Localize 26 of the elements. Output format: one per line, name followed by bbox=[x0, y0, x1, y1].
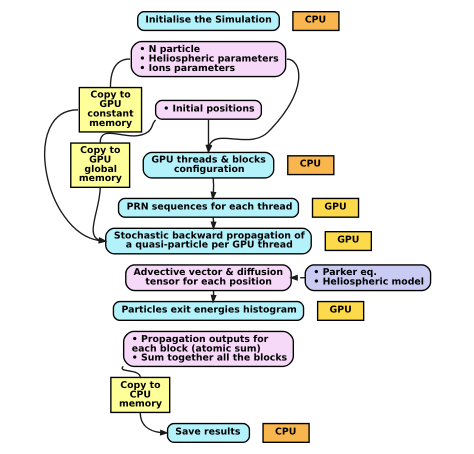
node-box: • Propagation outputs for each block (atomic sum) • Sum together all the blocks bbox=[122, 330, 294, 368]
connector bbox=[99, 120, 156, 144]
node-box: GPU bbox=[311, 198, 359, 218]
node-box: CPU bbox=[262, 422, 310, 443]
node-box: Copy to CPU memory bbox=[110, 376, 170, 414]
node-box: Copy to GPU constant memory bbox=[78, 86, 142, 133]
node-box: • Initial positions bbox=[154, 100, 262, 120]
node-box: Initialise the Simulation bbox=[136, 11, 280, 32]
node-box: Stochastic backward propagation of a quasi-particle per GPU thread bbox=[104, 228, 312, 255]
node-box: GPU bbox=[316, 300, 364, 322]
node-box: GPU bbox=[324, 231, 372, 252]
node-box: GPU threads & blocks configuration bbox=[142, 152, 274, 179]
node-box: CPU bbox=[286, 155, 334, 176]
connector bbox=[121, 366, 140, 378]
node-box: Save results bbox=[166, 422, 250, 443]
node-box: Copy to GPU global memory bbox=[70, 142, 130, 188]
node-box: PRN sequences for each thread bbox=[117, 198, 299, 218]
node-box: • Parker eq. • Heliospheric model bbox=[304, 264, 431, 292]
node-box: Advective vector & diffusion tensor for each position bbox=[124, 264, 292, 292]
node-box: Particles exit energies histogram bbox=[112, 300, 304, 322]
arrow bbox=[139, 412, 168, 436]
connector bbox=[109, 58, 130, 88]
arrow bbox=[210, 178, 216, 200]
node-box: CPU bbox=[292, 11, 340, 32]
node-box: • N particle • Heliospheric parameters • Ions parameters bbox=[130, 40, 286, 78]
arrow bbox=[288, 274, 305, 281]
